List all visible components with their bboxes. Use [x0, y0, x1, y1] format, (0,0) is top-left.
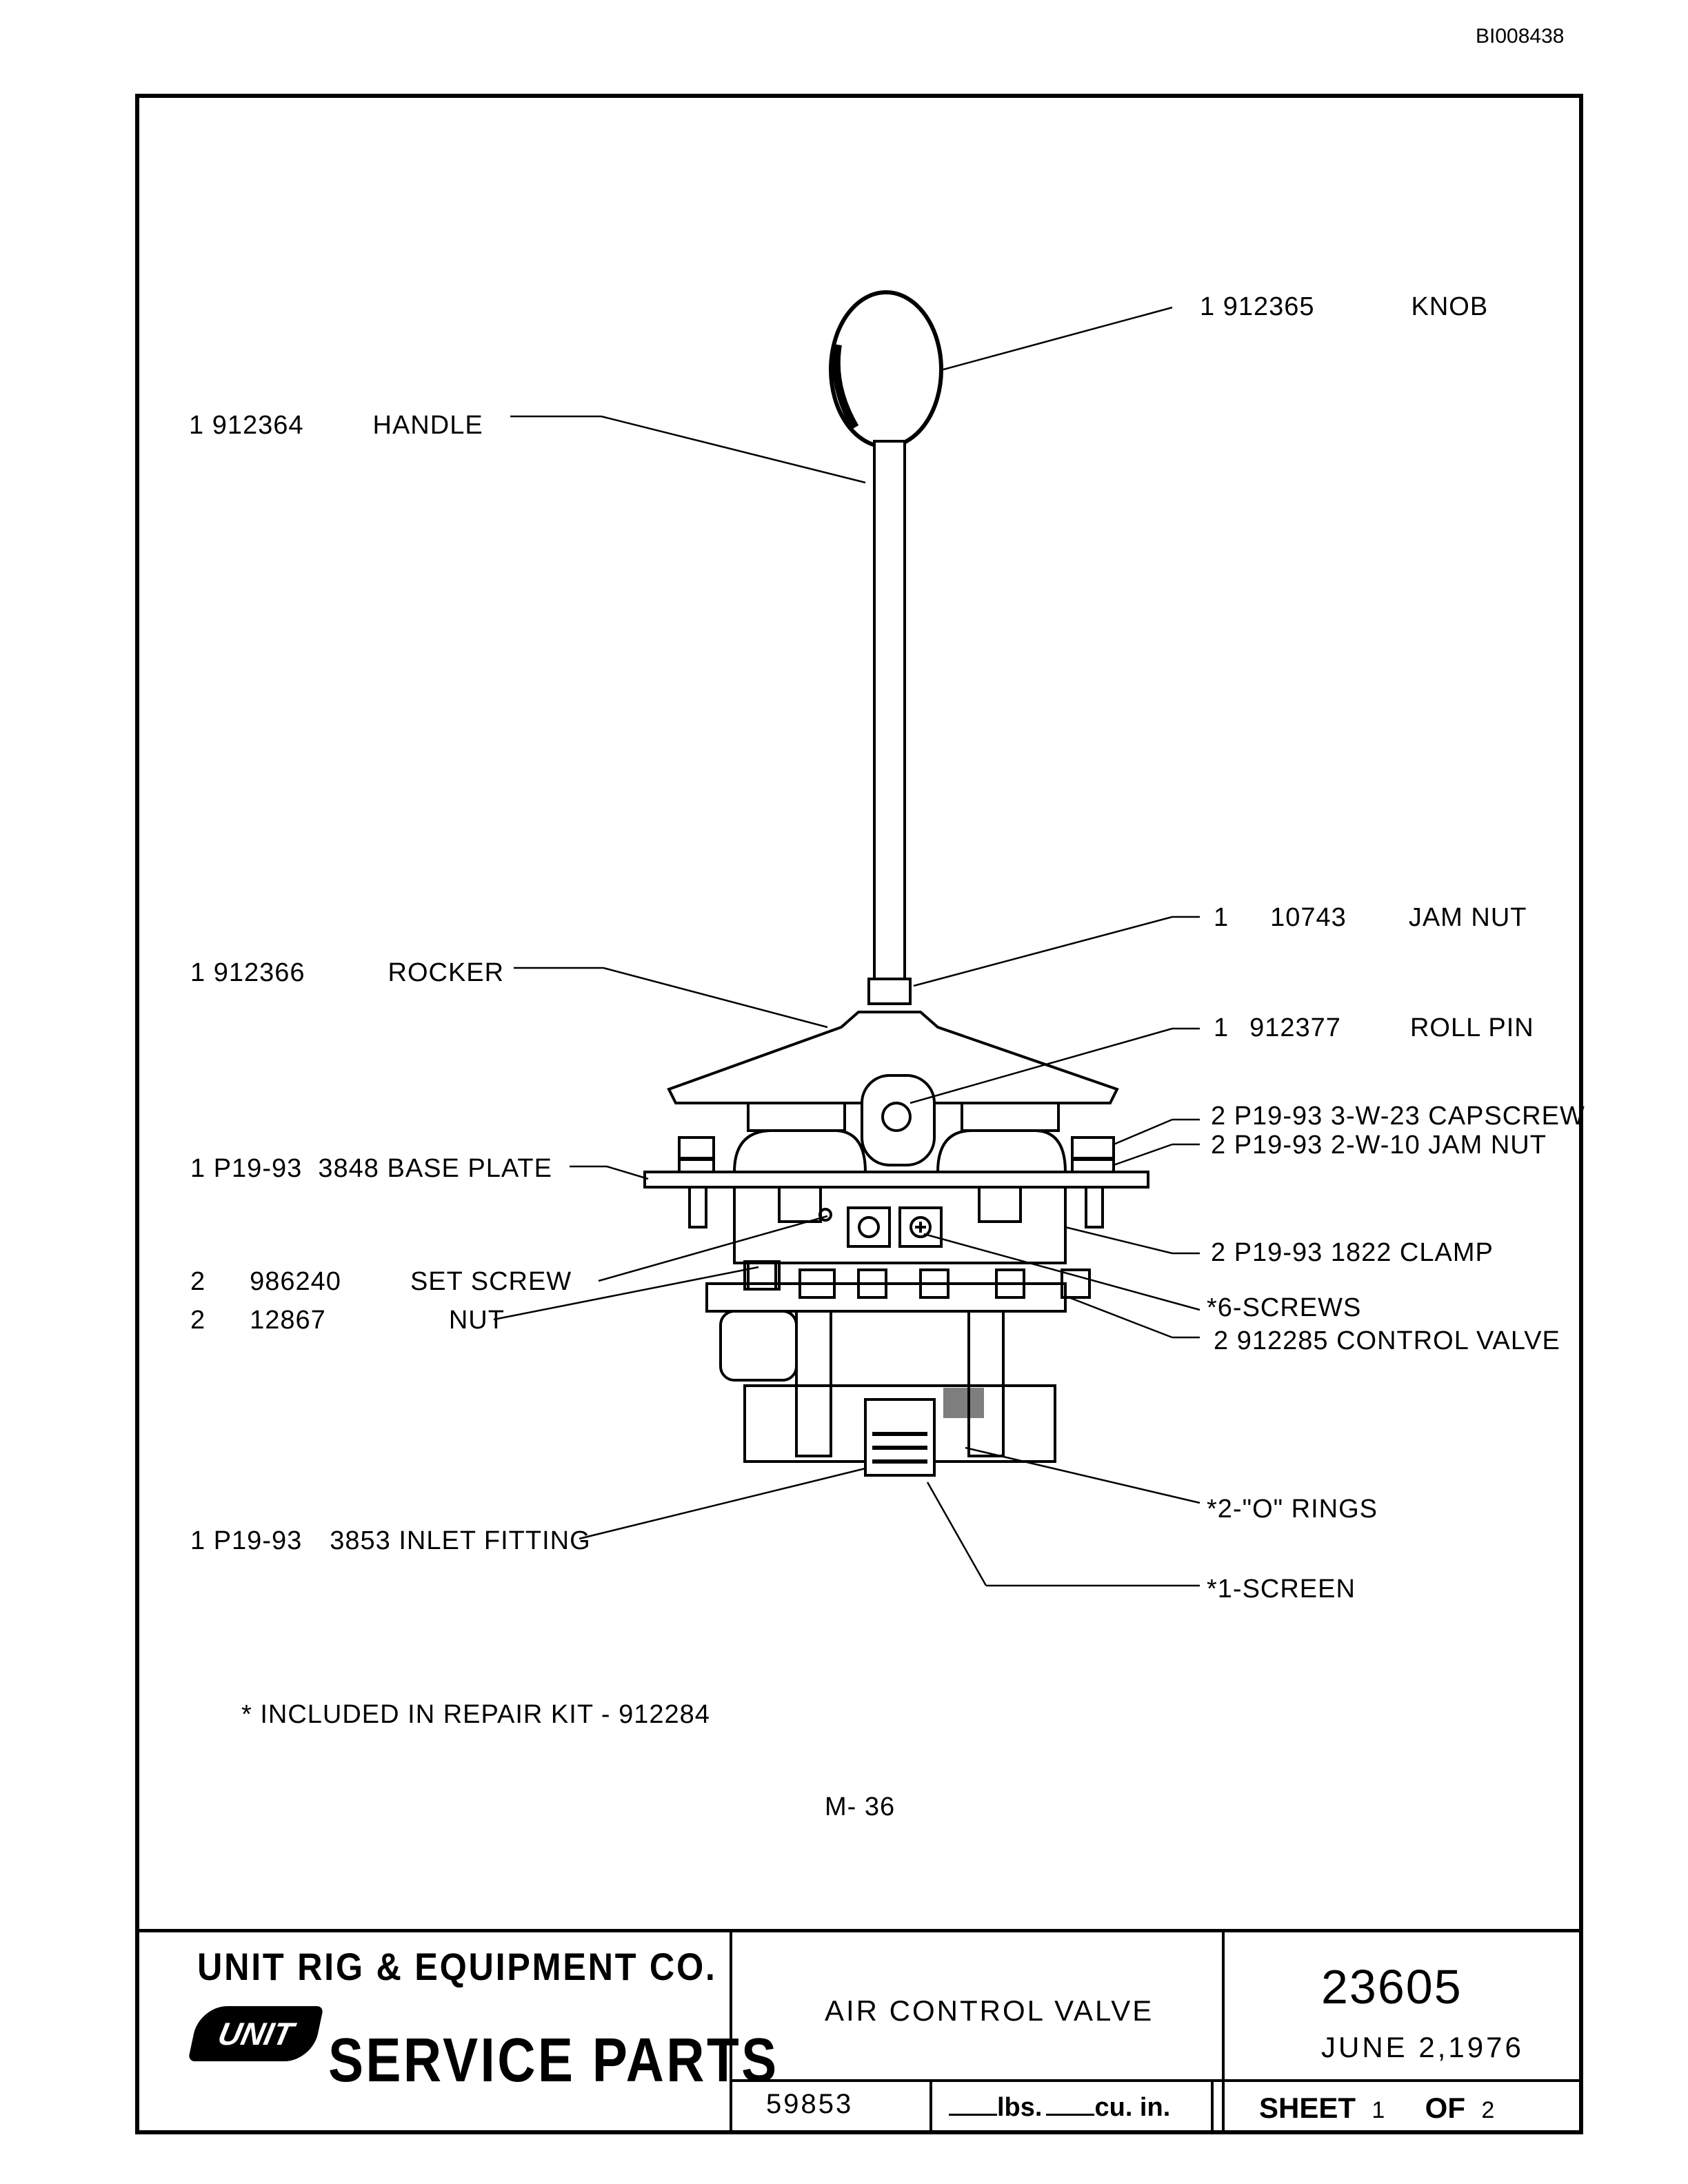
document-id: BI008438: [1476, 25, 1565, 48]
service-parts-label: SERVICE PARTS: [328, 2026, 779, 2095]
jam-nut-shape: [867, 978, 912, 1005]
sheet-info: SHEET 1 OF 2: [1259, 2092, 1495, 2124]
drawing-number: 23605: [1321, 1960, 1463, 2014]
callout-clamp: 2 P19-93 1822 CLAMP: [1211, 1238, 1494, 1267]
callout-base-plate: 1 P19-93 3848 BASE PLATE: [190, 1154, 552, 1183]
part-number: 59853: [766, 2089, 854, 2119]
callout-jam-nut-2: 2 P19-93 2-W-10 JAM NUT: [1211, 1131, 1547, 1160]
roll-pin-shape: [881, 1102, 912, 1132]
drawing-frame: [135, 94, 1583, 2134]
callout-control-valve: 2 912285 CONTROL VALVE: [1214, 1326, 1560, 1355]
callout-o-rings: *2-"O" RINGS: [1207, 1495, 1378, 1524]
rocker-shape: [667, 1011, 1119, 1104]
unit-rig-logo-icon: UNIT RIG: [188, 2006, 324, 2107]
drawing-title: AIR CONTROL VALVE: [825, 1994, 1154, 2027]
callout-screws: *6-SCREWS: [1207, 1293, 1362, 1322]
base-plate-shape: [643, 1171, 1149, 1189]
title-block: UNIT RIG & EQUIPMENT CO. UNIT RIG SERVIC…: [135, 1929, 1583, 2134]
company-name: UNIT RIG & EQUIPMENT CO.: [197, 1945, 717, 1988]
callout-capscrew: 2 P19-93 3-W-23 CAPSCREW: [1211, 1102, 1585, 1131]
page-code: M- 36: [825, 1792, 896, 1821]
repair-kit-note: * INCLUDED IN REPAIR KIT - 912284: [241, 1700, 710, 1729]
handle-shaft: [873, 440, 906, 980]
inlet-fitting-shape: [864, 1398, 936, 1477]
drawing-date: JUNE 2,1976: [1321, 2031, 1524, 2063]
weight-volume-fields: lbs.cu. in.: [949, 2093, 1170, 2123]
callout-screen: *1-SCREEN: [1207, 1575, 1356, 1604]
knob-shape: [829, 290, 943, 449]
